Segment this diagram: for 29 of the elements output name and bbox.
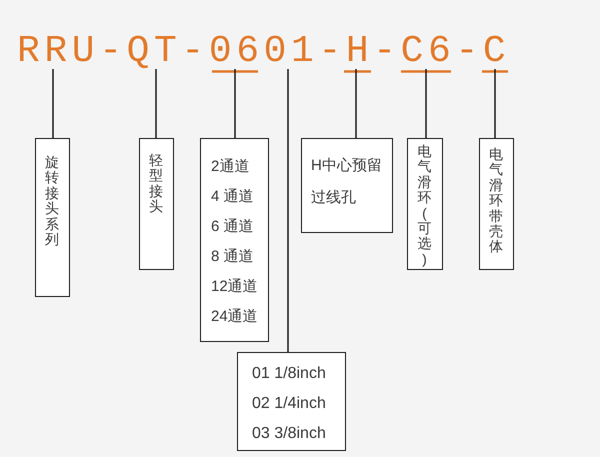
description-text: H中心预留过线孔 (311, 156, 383, 208)
leader-line (287, 69, 289, 352)
vertical-label: 旋转接头系列 (45, 155, 59, 248)
option-text: 24通道 (211, 307, 258, 327)
leader-line (355, 69, 357, 138)
option-text: 01 1/8inch (252, 364, 326, 384)
leader-line (52, 69, 54, 138)
leader-line (494, 69, 496, 138)
description-box (479, 138, 514, 270)
description-box (407, 138, 443, 270)
option-text: 8 通道 (211, 247, 254, 267)
option-text: 02 1/4inch (252, 394, 326, 414)
description-box (301, 138, 393, 233)
option-text: 2通道 (211, 157, 250, 177)
leader-line (155, 69, 157, 138)
description-box (237, 352, 346, 451)
leader-line (425, 69, 427, 138)
description-box (139, 138, 174, 270)
model-code: RRU-QT-0601-H-C6-C (17, 35, 513, 69)
description-box (200, 138, 269, 342)
option-text: 4 通道 (211, 187, 254, 207)
description-box (35, 138, 70, 297)
option-text: 12通道 (211, 277, 258, 297)
option-text: 03 3/8inch (252, 424, 326, 444)
vertical-label: 电气滑环带壳体 (489, 147, 503, 255)
option-text: 6 通道 (211, 217, 254, 237)
vertical-label: 电气滑环(可选) (418, 144, 432, 268)
leader-line (234, 69, 236, 138)
vertical-label: 轻型接头 (149, 153, 163, 215)
